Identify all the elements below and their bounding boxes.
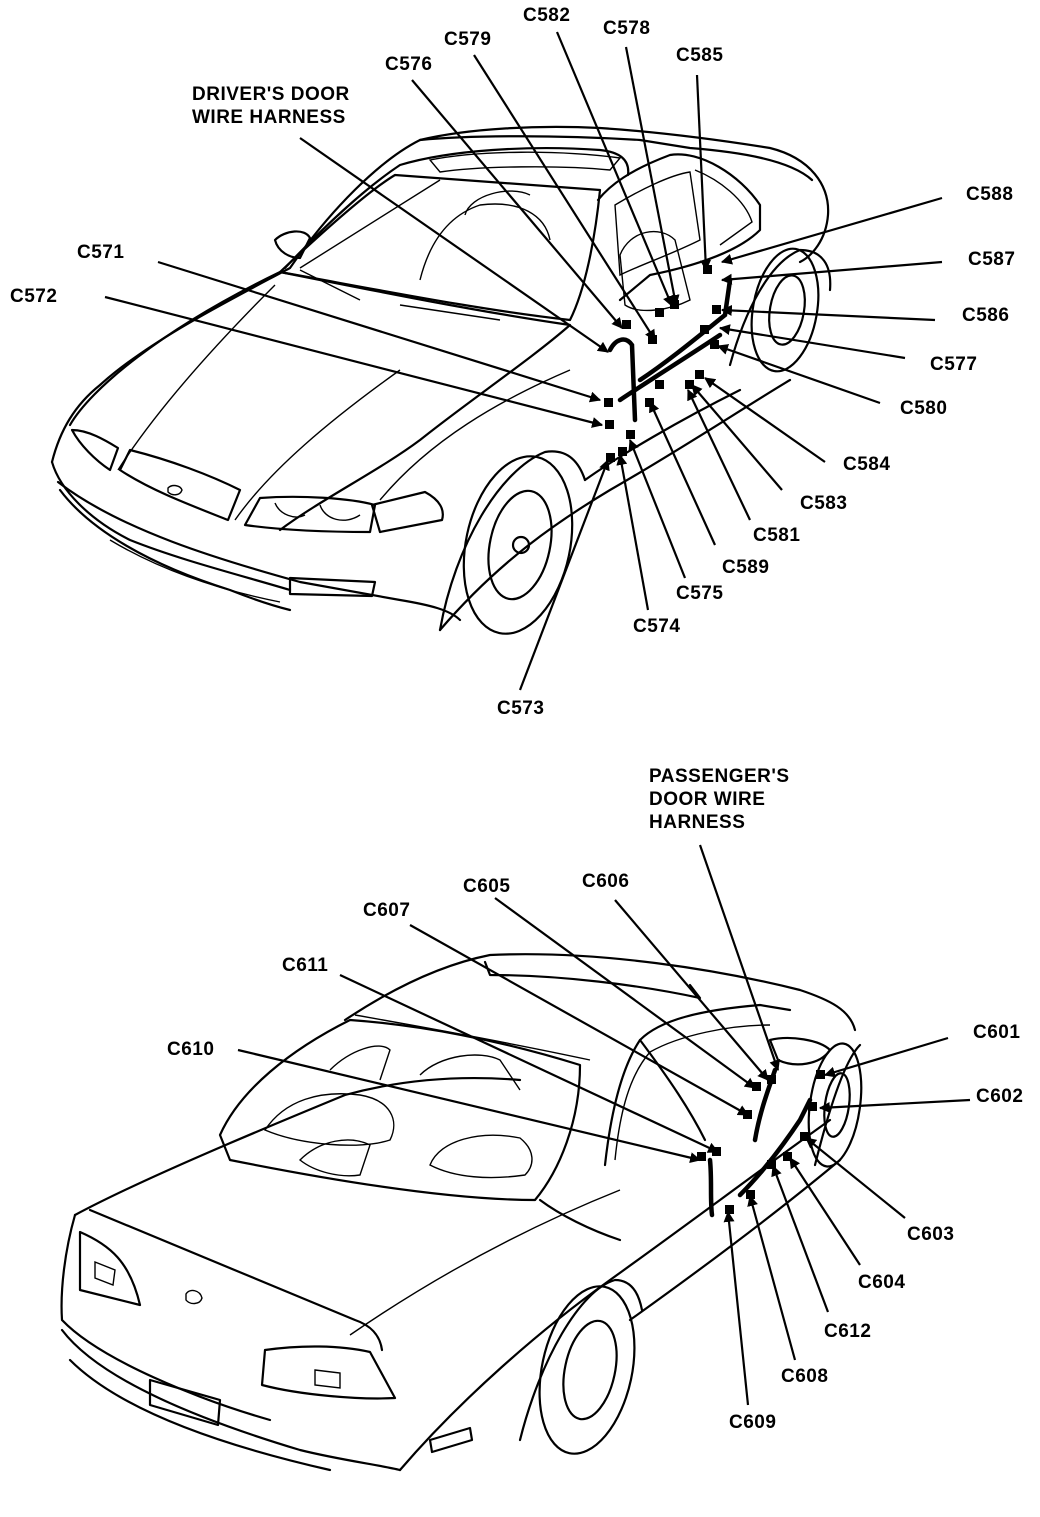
bottom-leader-lines xyxy=(237,844,971,1406)
connector-label-c612: C612 xyxy=(824,1321,872,1342)
connector-label-c577: C577 xyxy=(930,354,978,375)
connector-label-c611: C611 xyxy=(282,955,329,976)
connector-label-c578: C578 xyxy=(603,18,651,39)
connector-label-c589: C589 xyxy=(722,557,770,578)
connector-label-c601: C601 xyxy=(973,1022,1021,1043)
rear-view-car xyxy=(60,953,863,1472)
connector-label-c582: C582 xyxy=(523,5,571,26)
passengers-door-harness-label: PASSENGER'S DOOR WIRE HARNESS xyxy=(649,766,790,833)
drivers-door-harness-label: DRIVER'S DOOR WIRE HARNESS xyxy=(192,84,350,128)
connector-label-c572: C572 xyxy=(10,286,58,307)
connector-label-c609: C609 xyxy=(729,1412,777,1433)
connector-label-c605: C605 xyxy=(463,876,511,897)
connector-label-c576: C576 xyxy=(385,54,433,75)
connector-label-c586: C586 xyxy=(962,305,1010,326)
connector-label-c583: C583 xyxy=(800,493,848,514)
connector-label-c585: C585 xyxy=(676,45,724,66)
bottom-connector-markers xyxy=(697,1070,825,1214)
connector-label-c602: C602 xyxy=(976,1086,1024,1107)
connector-label-c581: C581 xyxy=(753,525,801,546)
top-leader-lines xyxy=(104,31,943,691)
connector-label-c607: C607 xyxy=(363,900,411,921)
connector-label-c608: C608 xyxy=(781,1366,829,1387)
connector-label-c588: C588 xyxy=(966,184,1014,205)
connector-label-c575: C575 xyxy=(676,583,724,604)
connector-label-c606: C606 xyxy=(582,871,630,892)
connector-label-c610: C610 xyxy=(167,1039,215,1060)
connector-label-c579: C579 xyxy=(444,29,492,50)
connector-label-c604: C604 xyxy=(858,1272,906,1293)
connector-label-c584: C584 xyxy=(843,454,891,475)
connector-label-c603: C603 xyxy=(907,1224,955,1245)
connector-label-c587: C587 xyxy=(968,249,1016,270)
connector-label-c580: C580 xyxy=(900,398,948,419)
front-view-car xyxy=(50,125,832,635)
connector-label-c571: C571 xyxy=(77,242,125,263)
connector-label-c574: C574 xyxy=(633,616,681,637)
connector-label-c573: C573 xyxy=(497,698,545,719)
